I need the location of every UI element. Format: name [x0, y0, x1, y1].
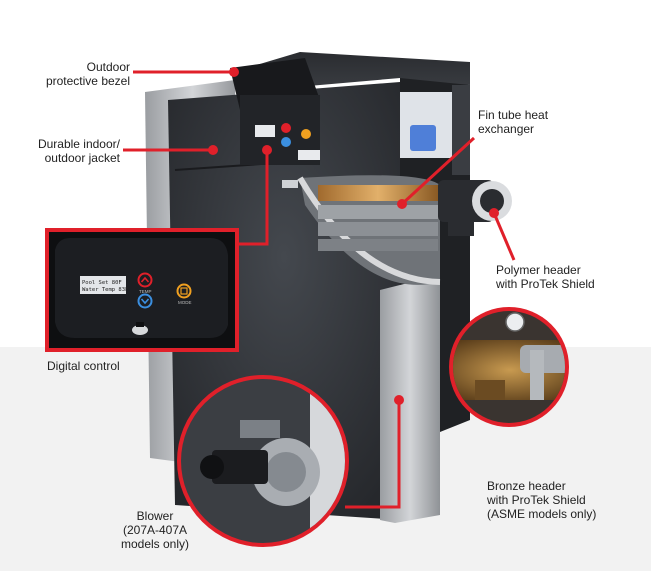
lcd-line-2: Water Temp 83F: [82, 287, 128, 293]
label-blower-line2: (207A-407A: [122, 523, 188, 537]
label-heat-exchanger: Fin tube heat exchanger: [478, 108, 608, 136]
temp-up-button[interactable]: [137, 272, 153, 288]
label-bronze-header-line3: (ASME models only): [487, 507, 597, 521]
label-jacket-line2: outdoor jacket: [44, 151, 120, 165]
temp-label: TEMP: [139, 289, 152, 294]
label-polymer-header-line1: Polymer header: [496, 263, 581, 277]
mode-label: MODE: [178, 300, 192, 305]
callout-dots: [208, 67, 499, 405]
label-polymer-header-line2: with ProTek Shield: [496, 277, 595, 291]
label-bezel: Outdoor protective bezel: [30, 60, 130, 88]
fin-tube-bundle: [318, 185, 438, 251]
label-bezel-line1: Outdoor: [86, 60, 130, 74]
label-digital-control-line1: Digital control: [47, 359, 120, 373]
label-polymer-header: Polymer header with ProTek Shield: [496, 263, 636, 291]
label-digital-control: Digital control: [47, 359, 187, 373]
callout-lines: [123, 70, 516, 509]
label-blower-line3: models only): [120, 537, 190, 551]
label-bronze-header: Bronze header with ProTek Shield (ASME m…: [487, 479, 637, 521]
lcd-line-1: Pool Set 80F: [82, 280, 122, 286]
label-heat-exchanger-line2: exchanger: [478, 122, 535, 136]
label-bezel-line2: protective bezel: [45, 74, 130, 88]
bronze-header-inset: [449, 307, 569, 427]
label-jacket-line1: Durable indoor/: [37, 137, 120, 151]
polymer-header: [438, 180, 512, 236]
temp-down-button[interactable]: [137, 293, 153, 309]
label-heat-exchanger-line1: Fin tube heat: [478, 108, 549, 122]
mode-button[interactable]: [176, 283, 192, 299]
digital-control-inset: Pool Set 80F Water Temp 83F TEMP MODE: [45, 228, 239, 352]
label-bronze-header-line1: Bronze header: [487, 479, 566, 493]
control-bezel: [230, 58, 320, 165]
label-bronze-header-line2: with ProTek Shield: [487, 493, 586, 507]
label-blower: Blower (207A-407A models only): [110, 509, 200, 551]
blower-inset: [177, 375, 349, 547]
power-knob-icon: [132, 325, 148, 335]
label-jacket: Durable indoor/ outdoor jacket: [20, 137, 120, 165]
label-blower-line1: Blower: [136, 509, 174, 523]
